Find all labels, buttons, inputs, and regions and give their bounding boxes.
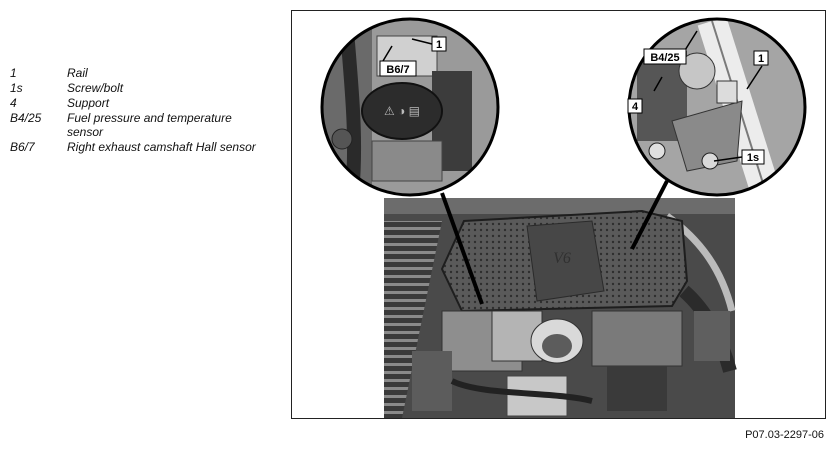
- figure-code: P07.03-2297-06: [745, 429, 824, 441]
- legend-text: Support: [67, 96, 110, 110]
- callout-right-b4-25: B4/25: [650, 52, 679, 64]
- legend-code: B4/25: [10, 111, 42, 125]
- legend-item-4: 4 Support: [10, 96, 280, 110]
- engine-figure: V6 ⚠ ◑ ▤: [291, 10, 826, 419]
- callout-leader: [746, 65, 763, 90]
- callout-right-4: 4: [632, 101, 639, 113]
- legend-text: Rail: [67, 66, 88, 80]
- callout-box: [643, 48, 687, 65]
- legend-code: B6/7: [10, 140, 35, 154]
- legend-item-b4-25: B4/25 Fuel pressure and temperature sens…: [10, 111, 280, 139]
- callout-box: [753, 50, 769, 66]
- left-leader-line: [440, 192, 484, 305]
- callout-left-1: 1: [436, 39, 442, 51]
- legend-item-1s: 1s Screw/bolt: [10, 81, 280, 95]
- callout-right-1s: 1s: [747, 152, 759, 164]
- right-detail-circle: [627, 17, 807, 197]
- legend-item-b6-7: B6/7 Right exhaust camshaft Hall sensor: [10, 140, 280, 154]
- engine-illustration: V6 ⚠ ◑ ▤: [320, 17, 807, 418]
- legend-text: Screw/bolt: [67, 81, 124, 95]
- left-detail-circle: ⚠ ◑ ▤: [320, 17, 500, 197]
- callout-box: [379, 60, 417, 77]
- engine-cover-badge: V6: [553, 250, 571, 267]
- legend-code: 4: [10, 96, 17, 110]
- legend-text: Right exhaust camshaft Hall sensor: [67, 140, 256, 154]
- callout-leader: [653, 76, 663, 92]
- callout-box: [431, 36, 447, 52]
- callout-leader: [411, 38, 433, 45]
- engine-bay-photo: [384, 198, 737, 418]
- callout-box: [741, 149, 765, 165]
- legend: 1 Rail 1s Screw/bolt 4 Support B4/25 Fue…: [10, 66, 280, 155]
- callout-leader: [713, 156, 743, 162]
- legend-item-1: 1 Rail: [10, 66, 280, 80]
- right-leader-line: [630, 180, 669, 250]
- callout-right-1: 1: [758, 53, 764, 65]
- legend-text: Fuel pressure and temperature sensor: [67, 111, 232, 139]
- callout-box: [627, 98, 643, 114]
- legend-code: 1s: [10, 81, 23, 95]
- svg-text:⚠ ◑ ▤: ⚠ ◑ ▤: [384, 104, 420, 118]
- legend-code: 1: [10, 66, 17, 80]
- callout-left-b6-7: B6/7: [386, 64, 409, 76]
